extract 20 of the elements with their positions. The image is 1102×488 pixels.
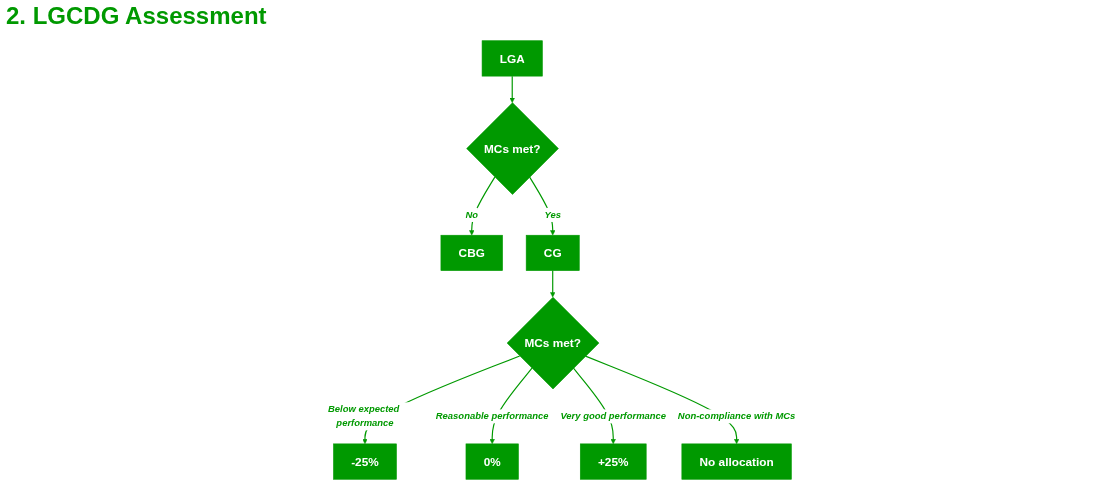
edge-label: Yes [544,209,562,220]
edge-label: Non-compliance with MCs [678,411,796,422]
node-box: +25% [580,443,647,480]
node-diamond: MCs met? [507,296,600,390]
node-box: No allocation [681,443,792,480]
node-box: -25% [333,443,398,480]
diagram-title: 2. LGCDG Assessment [6,2,267,30]
arrow [529,176,556,236]
edge-label: Reasonable performance [436,411,549,422]
arrow [550,270,556,298]
arrow [509,75,516,103]
node-box: CG [526,234,580,271]
arrow [469,176,496,236]
node-box: CBG [440,234,504,271]
node-diamond: MCs met? [466,102,560,195]
edge-label: Very good performance [560,411,667,422]
edge-label: No [465,209,479,220]
edge-label: Below expected performance [328,404,400,429]
node-box: 0% [466,443,520,480]
node-box: LGA [482,40,543,77]
